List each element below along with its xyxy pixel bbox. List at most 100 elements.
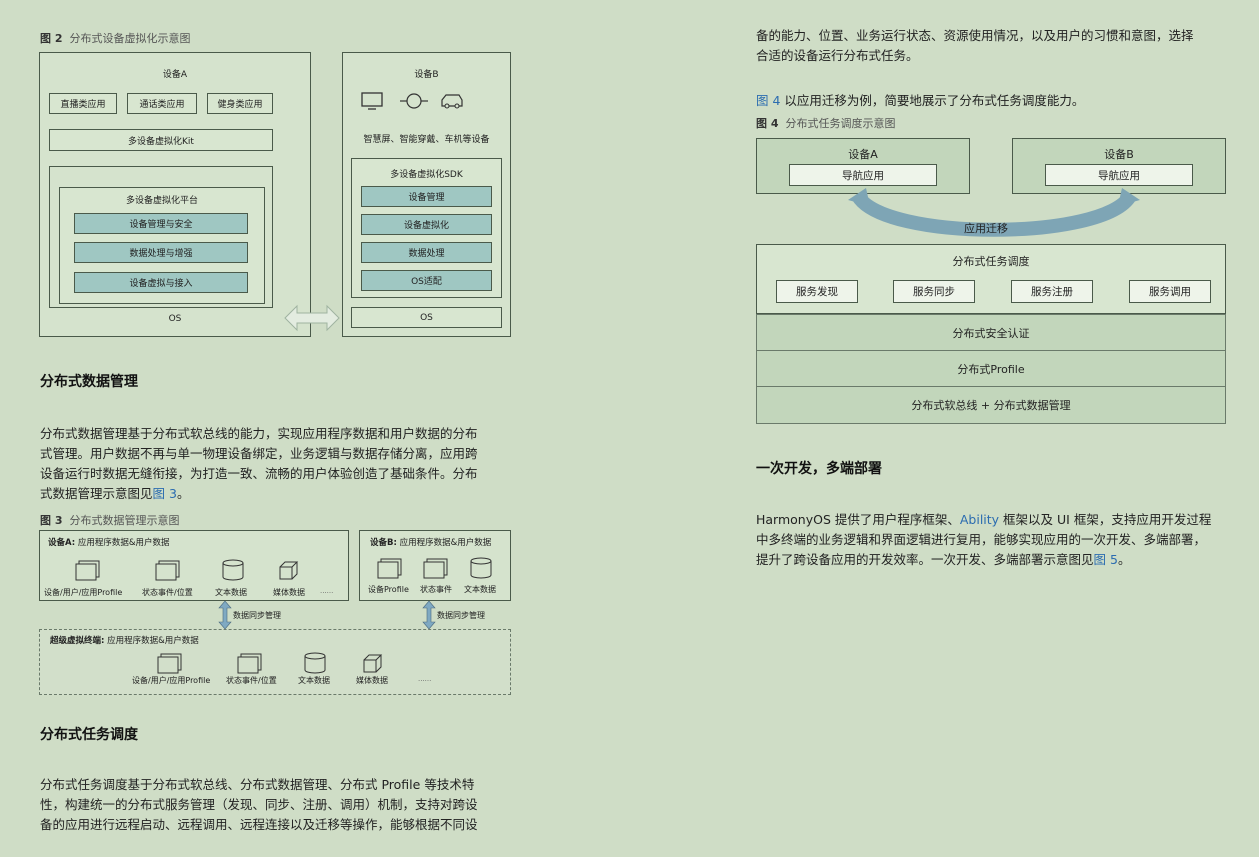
ability-link[interactable]: Ability (959, 512, 1000, 527)
fig2-caption-num: 图 2 (40, 32, 63, 45)
fig3-caption-num: 图 3 (40, 514, 63, 527)
fig4-service-2: 服务注册 (1011, 280, 1093, 303)
top-line-0: 备的能力、位置、业务运行状态、资源使用情况，以及用户的习惯和意图，选择 (756, 28, 1194, 43)
double-arrow-icon (284, 304, 340, 332)
fig4-migration-label: 应用迁移 (964, 222, 1008, 235)
fig3-super-item-3: 媒体数据 (356, 676, 388, 685)
fig3-super-item-4: ...... (418, 675, 432, 683)
fig3-link[interactable]: 图 3 (152, 486, 177, 501)
text-data-icon (222, 559, 244, 581)
fig5-link[interactable]: 图 5 (1093, 552, 1118, 567)
fig2-device-b-title: 设备B (414, 70, 439, 80)
fig2-devices-label: 智慧屏、智能穿戴、车机等设备 (363, 135, 490, 145)
fig4-service-0: 服务发现 (776, 280, 858, 303)
fig2-app-1: 通话类应用 (127, 93, 197, 114)
right-page: 备的能力、位置、业务运行状态、资源使用情况，以及用户的习惯和意图，选择 合适的设… (630, 0, 1259, 857)
fig2-sdk-item-3: OS适配 (361, 270, 492, 291)
fig4-link[interactable]: 图 4 (756, 93, 781, 108)
sync-arrow-b-icon (422, 601, 436, 629)
fig2-app-0: 直播类应用 (49, 93, 117, 114)
fig2-device-b: 设备B 智慧屏、智能穿戴、车机等设备 多设备虚拟化SDK 设备管理 设备虚拟化 … (342, 52, 511, 337)
fig4-device-a-title: 设备A (848, 148, 878, 161)
fig4-caption-text: 分布式任务调度示意图 (785, 117, 896, 130)
para3-line-2-b: 。 (1117, 552, 1131, 567)
fig2-platform-item-1: 数据处理与增强 (74, 242, 248, 263)
fig2-kit: 多设备虚拟化Kit (49, 129, 273, 151)
fig4-scheduler: 分布式任务调度 服务发现 服务同步 服务注册 服务调用 (756, 244, 1226, 314)
fig3-b-item-1: 状态事件 (420, 585, 452, 594)
super-state-icon (237, 653, 262, 674)
super-text-icon (304, 652, 326, 674)
fig3-a-item-1: 状态事件/位置 (142, 588, 193, 597)
fig3-super-title: 超级虚拟终端: (50, 636, 105, 646)
media-data-icon (279, 561, 299, 580)
fig3-a-item-4: ...... (320, 587, 334, 595)
fig4-caption-num: 图 4 (756, 117, 779, 130)
tv-icon (361, 92, 383, 110)
fig3-device-b: 设备B: 应用程序数据&用户数据 设备Profile 状态事件 文本数据 (359, 530, 511, 601)
fig2-platform: 多设备虚拟化平台 设备管理与安全 数据处理与增强 设备虚拟与接入 (59, 187, 265, 304)
para2-line-0: 分布式任务调度基于分布式软总线、分布式数据管理、分布式 Profile 等技术特 (40, 777, 475, 792)
fig4-device-b-title: 设备B (1104, 148, 1134, 161)
fig3-super-sub: 应用程序数据&用户数据 (107, 636, 199, 646)
state-event-icon (155, 560, 180, 581)
fig3-b-item-0: 设备Profile (368, 585, 409, 594)
fig3-super-terminal: 超级虚拟终端: 应用程序数据&用户数据 设备/用户/应用Profile 状态事件… (39, 629, 511, 695)
text-data-b-icon (470, 557, 492, 579)
fig3-device-a: 设备A: 应用程序数据&用户数据 设备/用户/应用Profile 状态事件/位置… (39, 530, 349, 601)
fig4-device-a: 设备A 导航应用 (756, 138, 970, 194)
para3-line-0-b: 框架以及 UI 框架，支持应用开发过程 (999, 512, 1212, 527)
migration-arc-icon (848, 188, 1140, 237)
fig2-sdk: 多设备虚拟化SDK 设备管理 设备虚拟化 数据处理 OS适配 (351, 158, 502, 298)
fig2-sdk-title: 多设备虚拟化SDK (390, 170, 463, 180)
para1-line-3: 式数据管理示意图见图 3。 (40, 484, 540, 504)
para2-line-1: 性，构建统一的分布式服务管理（发现、同步、注册、调用）机制，支持对跨设 (40, 797, 478, 812)
para3-line-2: 提升了跨设备应用的开发效率。一次开发、多端部署示意图见图 5。 (756, 550, 1252, 570)
fig4-device-b-app: 导航应用 (1045, 164, 1193, 186)
fig3-device-a-header: 设备A: 应用程序数据&用户数据 (48, 536, 169, 548)
para3-line-0-a: HarmonyOS 提供了用户程序框架、 (756, 512, 960, 527)
para1-line-3-end: 。 (176, 486, 190, 501)
fig3-a-item-0: 设备/用户/应用Profile (44, 588, 123, 597)
fig2-platform-outer: 多设备虚拟化平台 设备管理与安全 数据处理与增强 设备虚拟与接入 (49, 166, 273, 308)
fig2-caption: 图 2 分布式设备虚拟化示意图 (40, 30, 190, 46)
fig3-sync-label-a: 数据同步管理 (233, 611, 281, 620)
fig3-device-b-header: 设备B: 应用程序数据&用户数据 (370, 536, 491, 548)
fig3-device-a-sub: 应用程序数据&用户数据 (77, 538, 170, 548)
sync-arrow-a-icon (218, 601, 232, 629)
fig4-caption: 图 4 分布式任务调度示意图 (756, 115, 895, 131)
para3-line-1: 中多终端的业务逻辑和界面逻辑进行复用，能够实现应用的一次开发、多端部署， (756, 532, 1207, 547)
fig4-bus: 分布式软总线 + 分布式数据管理 (756, 386, 1226, 424)
fig3-sync-label-b: 数据同步管理 (437, 611, 485, 620)
fig4-device-a-app: 导航应用 (789, 164, 937, 186)
state-event-b-icon (423, 558, 448, 579)
para2-line-2: 备的应用进行远程启动、远程调用、远程连接以及迁移等操作，能够根据不同设 (40, 817, 478, 832)
fig2-device-a-title: 设备A (162, 70, 188, 80)
fig2-platform-item-0: 设备管理与安全 (74, 213, 248, 234)
fig2-app-2: 健身类应用 (207, 93, 273, 114)
fig3-b-item-2: 文本数据 (464, 585, 496, 594)
super-profile-icon (157, 653, 182, 674)
paragraph-task-scheduling: 分布式任务调度基于分布式软总线、分布式数据管理、分布式 Profile 等技术特… (40, 775, 540, 835)
para3-line-2-a: 提升了跨设备应用的开发效率。一次开发、多端部署示意图见 (756, 552, 1094, 567)
fig2-device-b-os: OS (351, 307, 502, 328)
fig4-profile: 分布式Profile (756, 350, 1226, 387)
fig4-service-1: 服务同步 (893, 280, 975, 303)
para3-line-0: HarmonyOS 提供了用户程序框架、Ability 框架以及 UI 框架，支… (756, 510, 1252, 530)
fig2-caption-text: 分布式设备虚拟化示意图 (69, 32, 191, 45)
fig3-super-item-2: 文本数据 (298, 676, 330, 685)
fig4-security: 分布式安全认证 (756, 314, 1226, 351)
fig2-device-a: 设备A 直播类应用 通话类应用 健身类应用 多设备虚拟化Kit 多设备虚拟化平台… (39, 52, 311, 337)
fig3-device-b-title: 设备B: (370, 538, 397, 548)
fig2-platform-item-2: 设备虚拟与接入 (74, 272, 248, 293)
fig2-sdk-item-2: 数据处理 (361, 242, 492, 263)
fig4-intro-text: 以应用迁移为例，简要地展示了分布式任务调度能力。 (784, 93, 1085, 108)
fig3-caption-text: 分布式数据管理示意图 (69, 514, 180, 527)
super-media-icon (363, 654, 383, 673)
fig4-device-b: 设备B 导航应用 (1012, 138, 1226, 194)
para1-line-1: 式管理。用户数据不再与单一物理设备绑定，业务逻辑与数据存储分离，应用跨 (40, 446, 478, 461)
section-heading-deploy: 一次开发，多端部署 (756, 461, 882, 477)
para1-line-3-text: 式数据管理示意图见 (40, 486, 153, 501)
section-heading-data-management: 分布式数据管理 (40, 374, 138, 390)
watch-icon (400, 93, 428, 109)
